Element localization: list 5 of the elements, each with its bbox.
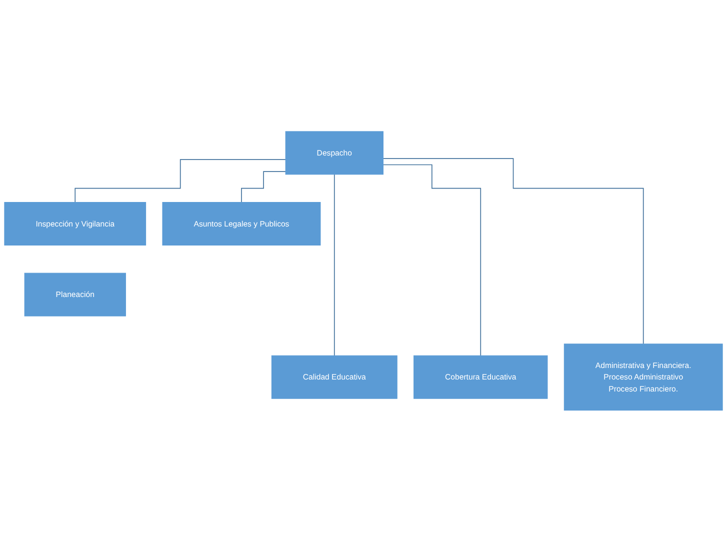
connector: [241, 171, 286, 203]
connector: [382, 164, 482, 356]
connector: [74, 159, 286, 203]
connector: [334, 174, 335, 356]
connector: [382, 158, 644, 344]
